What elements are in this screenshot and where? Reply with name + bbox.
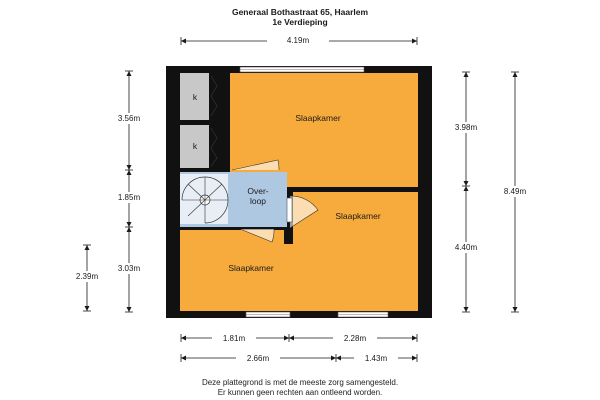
closet-bottom-door <box>210 127 218 167</box>
dim-left-lower-label: 3.03m <box>118 264 141 273</box>
bedroom-bottom-label: Slaapkamer <box>228 263 274 273</box>
bedroom-right-label: Slaapkamer <box>335 211 381 221</box>
door-bedroom-top <box>231 159 280 171</box>
bedroom-top-area <box>212 73 418 187</box>
closet-top-door <box>210 75 218 117</box>
floor-title: 1e Verdieping <box>272 17 328 27</box>
closet-top-label: k <box>193 92 198 102</box>
dim-bottom-right-label: 2.28m <box>344 334 367 343</box>
dim-far-right: 8.49m <box>496 71 534 313</box>
staircase <box>180 174 229 224</box>
dim-left-upper-label: 3.56m <box>118 114 141 123</box>
dim-left-middle-label: 1.85m <box>118 193 141 202</box>
closet-bottom-label: k <box>193 141 198 151</box>
closet-bottom-area <box>180 125 209 168</box>
bedroom-bottom-area <box>180 230 328 311</box>
dim-far-left-label: 2.39m <box>76 272 99 281</box>
dim-bottom-row1: 1.81m 2.28m <box>180 332 418 343</box>
dim-far-right-label: 8.49m <box>504 187 527 196</box>
door-bedroom-bottom <box>239 228 275 243</box>
dim-right-upper-label: 3.98m <box>455 123 478 132</box>
dim-bottom-left-label: 1.81m <box>223 334 246 343</box>
dim-top-width-label: 4.19m <box>287 36 310 45</box>
dim-right: 3.98m 4.40m <box>447 71 485 313</box>
dim-left: 3.56m 1.85m 3.03m <box>110 70 148 313</box>
landing-label-line2: loop <box>250 196 266 206</box>
window-landing <box>286 197 293 223</box>
closet-top-area <box>180 73 209 120</box>
landing-label-line1: Over- <box>247 186 268 196</box>
dim-right-lower-label: 4.40m <box>455 243 478 252</box>
disclaimer-line1: Deze plattegrond is met de meeste zorg s… <box>201 378 399 387</box>
disclaimer-line2: Er kunnen geen rechten aan ontleend word… <box>217 388 383 397</box>
door-bedroom-right <box>289 195 319 229</box>
dim-bottom-row2: 2.66m 1.43m <box>180 352 418 363</box>
dim-bottom-left-total-label: 2.66m <box>247 354 270 363</box>
dim-far-left: 2.39m <box>68 244 106 312</box>
dim-top-width: 4.19m <box>180 34 418 46</box>
dim-bottom-right-short-label: 1.43m <box>365 354 388 363</box>
address-title: Generaal Bothastraat 65, Haarlem <box>231 7 369 17</box>
bedroom-top-label: Slaapkamer <box>295 113 341 123</box>
